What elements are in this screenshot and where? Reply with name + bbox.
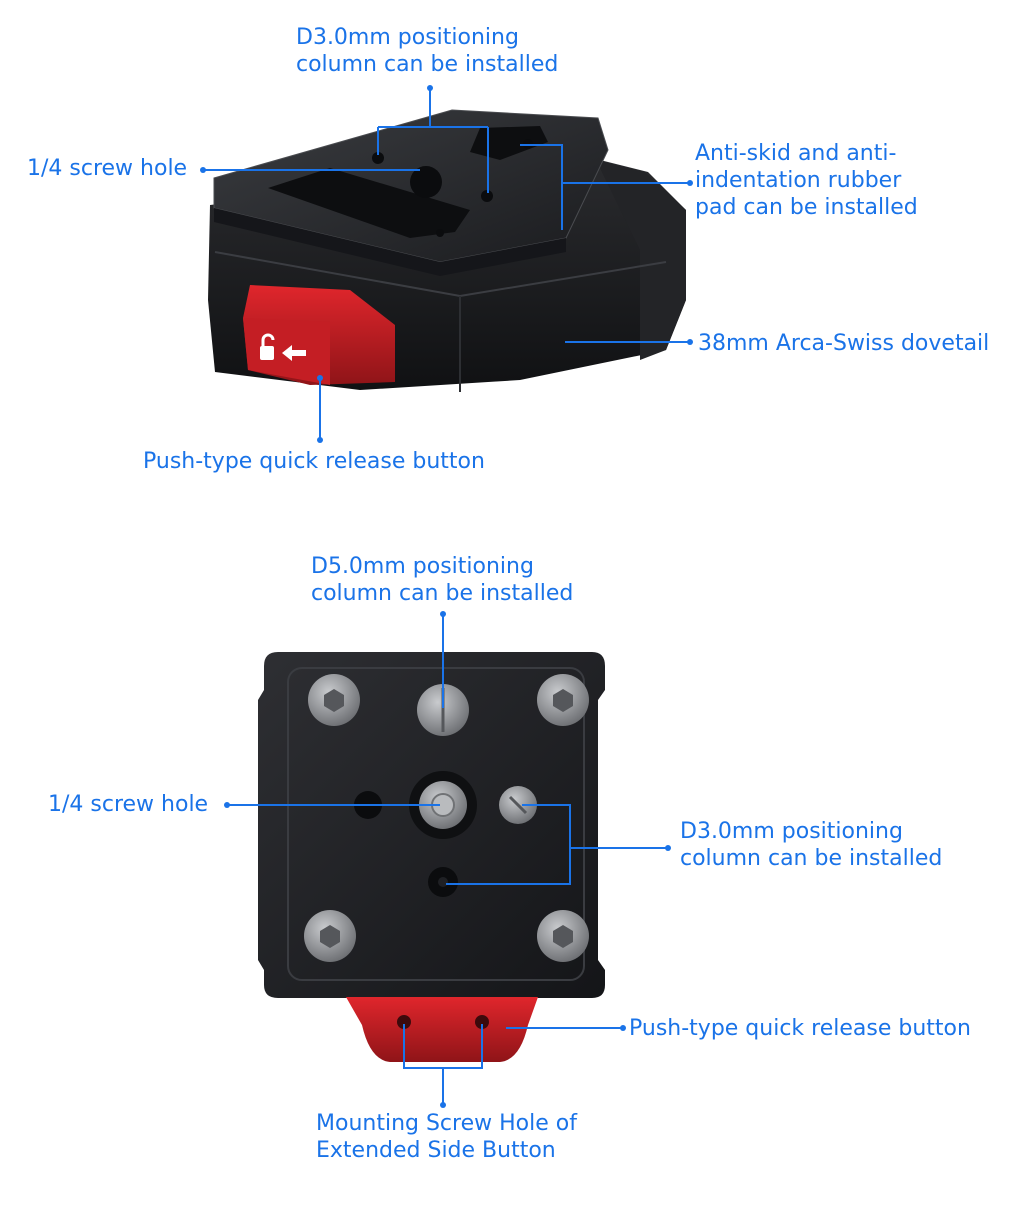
label-top-rubber-pad: Anti-skid and anti- indentation rubber p… — [695, 141, 918, 220]
label-top-screw-hole: 1/4 screw hole — [27, 156, 188, 181]
hex-screw-tl — [308, 674, 360, 726]
label-bottom-mounting-hole: Mounting Screw Hole of Extended Side But… — [316, 1111, 577, 1163]
hex-screw-tr — [537, 674, 589, 726]
clamp-bottom-view — [258, 652, 605, 1062]
hex-screw-br — [537, 910, 589, 962]
clamp-top-view — [208, 109, 686, 392]
label-bottom-screw-hole: 1/4 screw hole — [48, 792, 209, 817]
top-leader-lines — [203, 88, 690, 440]
slot-small — [470, 126, 548, 160]
positioning-pin-d3 — [499, 786, 537, 824]
clamp-right-face — [596, 160, 686, 360]
unlock-icon — [260, 333, 275, 360]
screw-hole-quarter — [410, 166, 442, 198]
label-bottom-positioning-d3: D3.0mm positioning column can be install… — [680, 819, 943, 871]
label-bottom-positioning-d5: D5.0mm positioning column can be install… — [311, 554, 574, 606]
label-top-positioning-d3: D3.0mm positioning column can be install… — [296, 25, 559, 77]
label-top-release-button: Push-type quick release button — [143, 449, 485, 474]
center-screw — [409, 771, 477, 839]
hole-small-b — [436, 229, 444, 237]
top-leader-dots — [200, 85, 693, 443]
bottom-recess — [287, 667, 585, 981]
label-bottom-release-button: Push-type quick release button — [629, 1016, 971, 1041]
bottom-leader-dots — [224, 611, 671, 1108]
hole-d3-left — [372, 152, 384, 164]
hole-d3-right — [481, 190, 493, 202]
clamp-top-plate-edge — [214, 208, 566, 276]
quick-release-button-top — [243, 285, 395, 385]
bottom-leader-lines — [227, 614, 668, 1105]
arrow-left-icon — [282, 345, 306, 361]
label-top-dovetail: 38mm Arca-Swiss dovetail — [698, 331, 990, 356]
hex-screw-bl — [304, 910, 356, 962]
quick-release-button-bottom — [346, 997, 538, 1062]
slot-long — [268, 168, 470, 238]
